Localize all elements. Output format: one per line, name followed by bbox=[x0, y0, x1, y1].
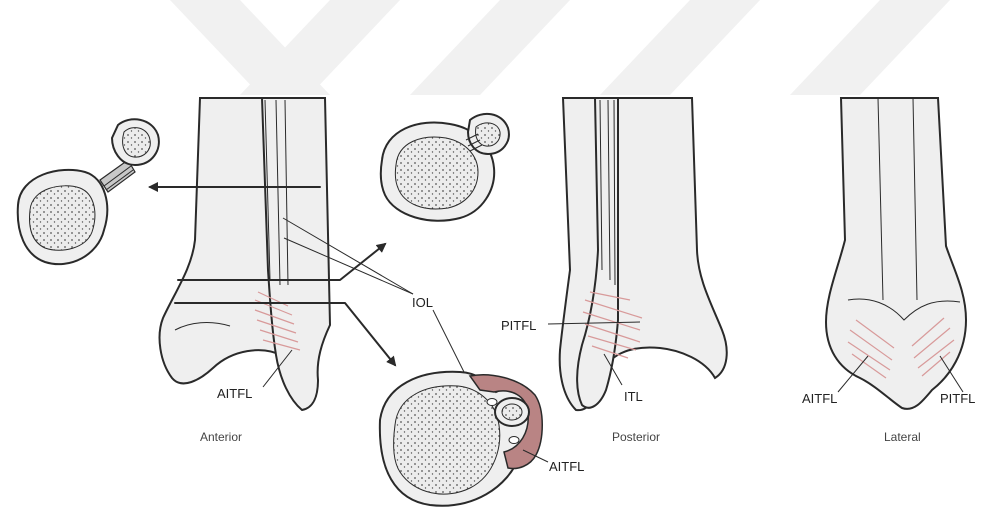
aitfl-cross-section-label: AITFL bbox=[549, 459, 584, 474]
anterior-view-caption: Anterior bbox=[200, 430, 242, 444]
cross-section-middle-bottom: AITFL bbox=[380, 372, 585, 506]
aitfl-anterior-label: AITFL bbox=[217, 386, 252, 401]
pitfl-posterior-label: PITFL bbox=[501, 318, 536, 333]
cross-section-middle-top bbox=[381, 114, 509, 221]
itl-label: ITL bbox=[624, 389, 643, 404]
iol-label: IOL bbox=[412, 295, 433, 310]
anterior-view: AITFL Anterior bbox=[160, 98, 330, 444]
pitfl-lateral-label: PITFL bbox=[940, 391, 975, 406]
watermark-stripes bbox=[170, 0, 950, 95]
posterior-view-caption: Posterior bbox=[612, 430, 660, 444]
lateral-view-caption: Lateral bbox=[884, 430, 921, 444]
posterior-view: PITFL ITL Posterior bbox=[501, 98, 727, 444]
cross-section-upper-left bbox=[18, 119, 159, 264]
aitfl-lateral-label: AITFL bbox=[802, 391, 837, 406]
lateral-view: AITFL PITFL Lateral bbox=[802, 98, 975, 444]
